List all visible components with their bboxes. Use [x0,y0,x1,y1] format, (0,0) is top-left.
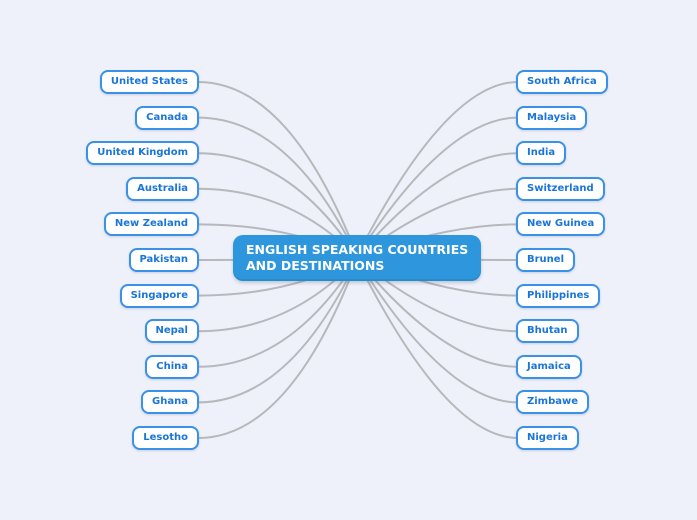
connector-line [197,257,359,404]
node-bhutan[interactable]: Bhutan [516,319,579,343]
node-nigeria[interactable]: Nigeria [516,426,579,450]
node-pakistan[interactable]: Pakistan [128,248,199,272]
node-south-africa[interactable]: South Africa [516,70,608,94]
node-australia[interactable]: Australia [126,177,199,201]
central-topic-node[interactable]: ENGLISH SPEAKING COUNTRIES AND DESTINATI… [233,235,481,281]
node-zimbawe[interactable]: Zimbawe [516,390,590,414]
connector-line [355,81,519,259]
connector-line [197,152,359,259]
connector-line [355,152,519,259]
connector-line [355,257,519,404]
connector-line [197,81,359,259]
node-new-guinea[interactable]: New Guinea [516,212,606,236]
node-united-states[interactable]: United States [99,70,199,94]
connector-line [355,257,519,439]
node-india[interactable]: India [516,141,567,165]
node-new-zealand[interactable]: New Zealand [103,212,199,236]
node-jamaica[interactable]: Jamaica [516,355,582,379]
node-canada[interactable]: Canada [135,106,199,130]
connector-line [197,257,359,368]
connector-line [355,257,519,368]
node-malaysia[interactable]: Malaysia [516,106,588,130]
node-switzerland[interactable]: Switzerland [516,177,605,201]
connector-line [355,116,519,259]
node-united-kingdom[interactable]: United Kingdom [86,141,199,165]
node-philippines[interactable]: Philippines [516,284,601,308]
node-lesotho[interactable]: Lesotho [132,426,199,450]
node-brunel[interactable]: Brunel [516,248,576,272]
connector-line [197,116,359,259]
node-nepal[interactable]: Nepal [144,319,199,343]
connector-line [197,257,359,439]
node-singapore[interactable]: Singapore [119,284,199,308]
node-china[interactable]: China [145,355,199,379]
node-ghana[interactable]: Ghana [141,390,199,414]
